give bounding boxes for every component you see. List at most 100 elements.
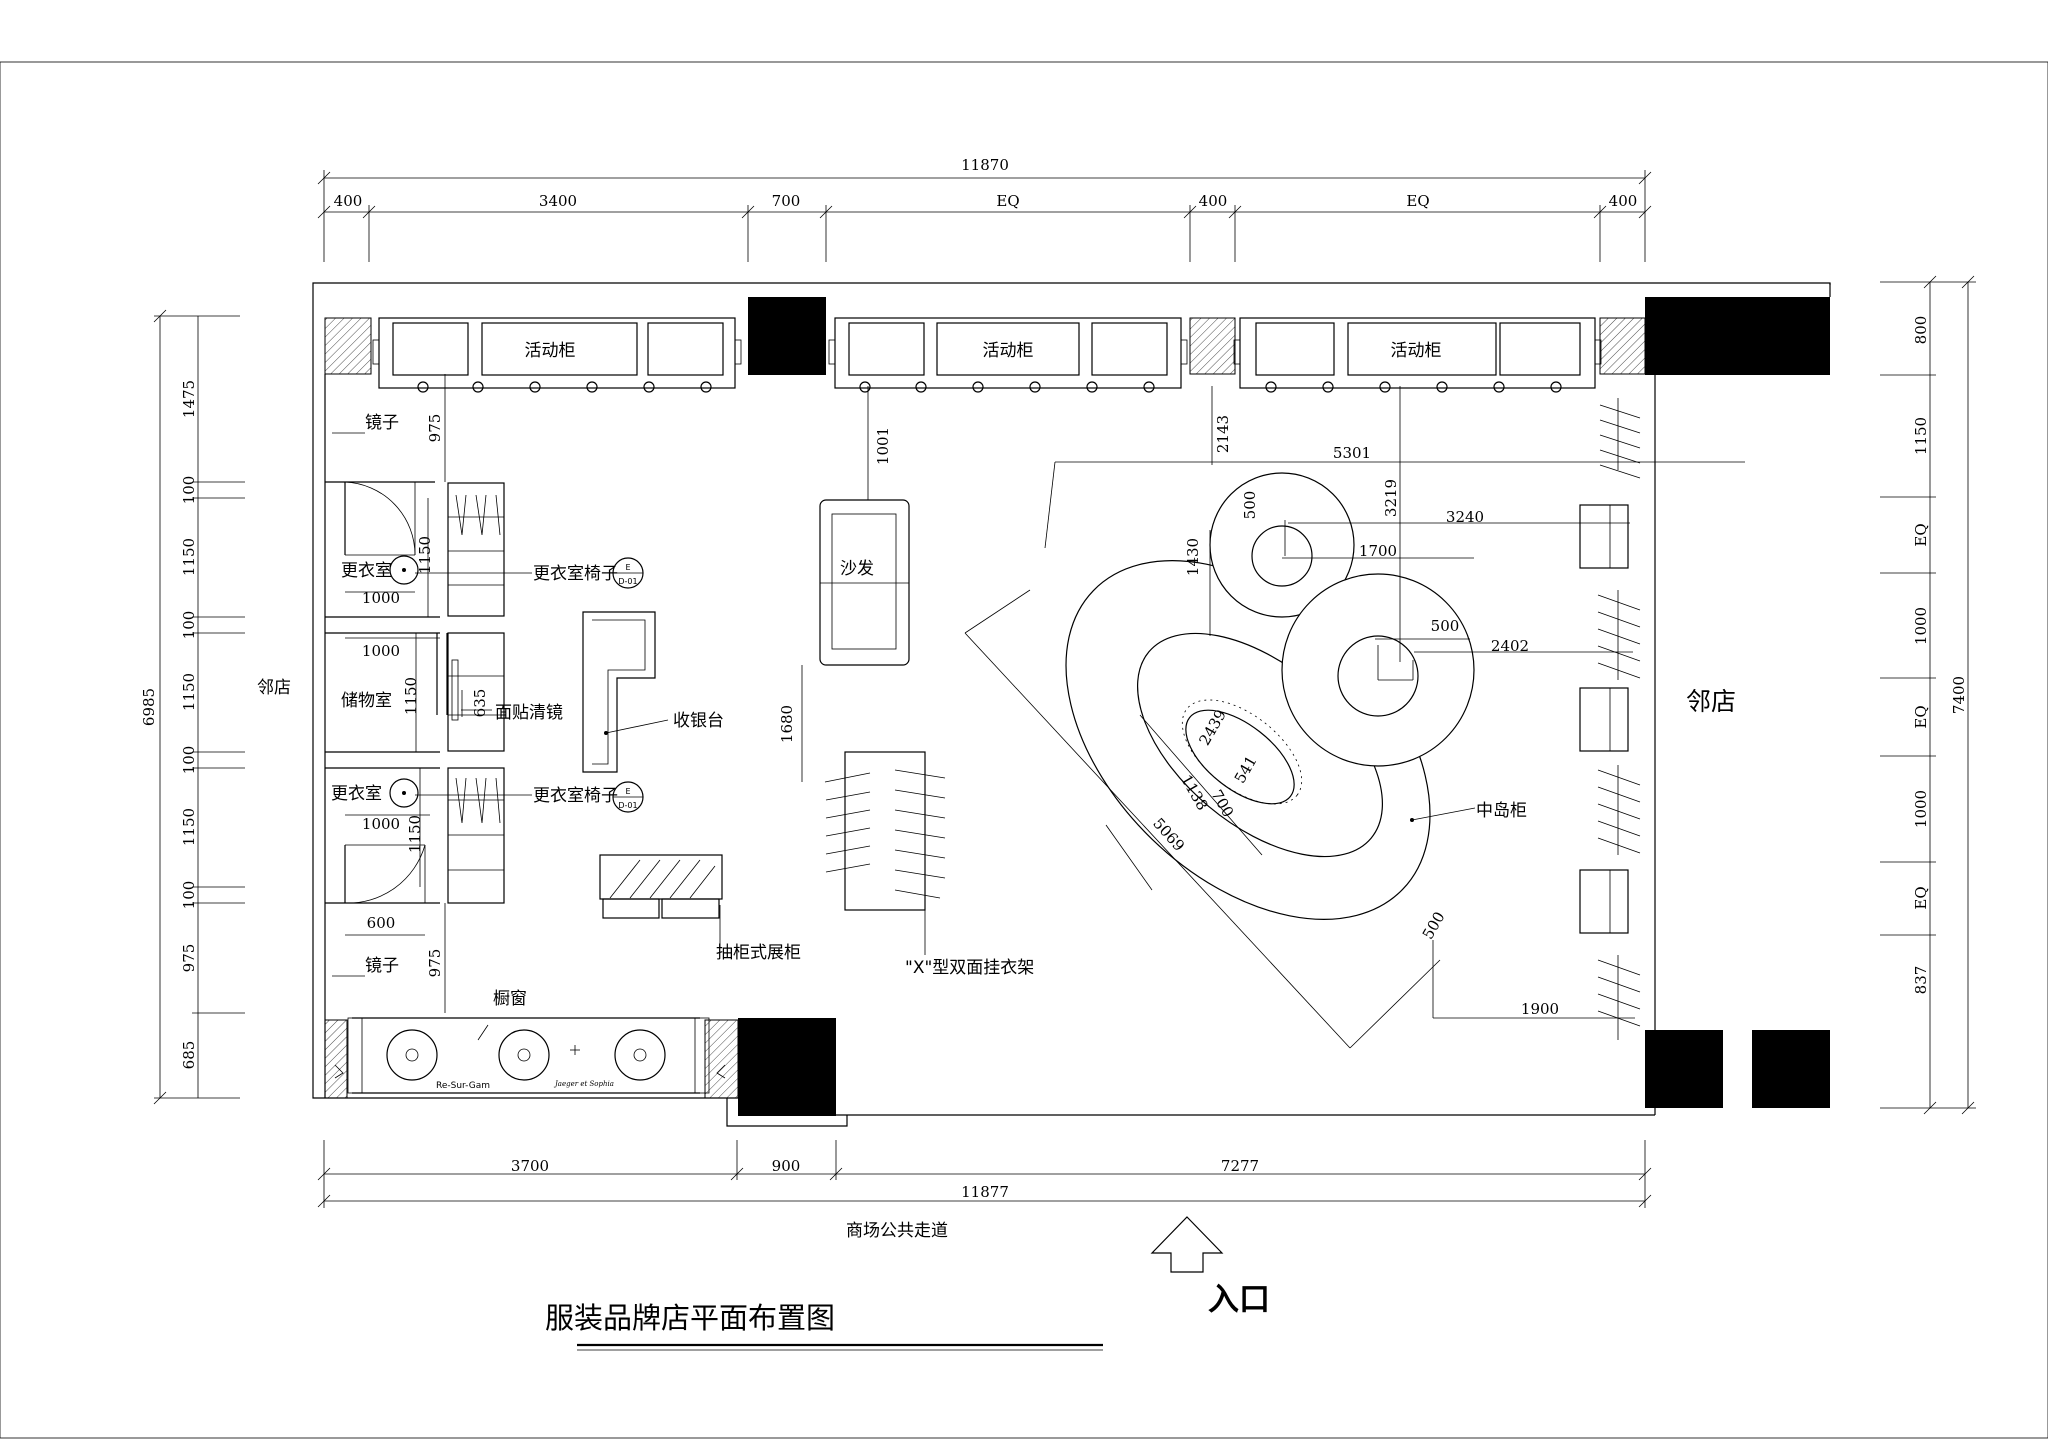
dim-975-b: 975 — [426, 949, 444, 978]
brand-text-2: Jaeger et Sophia — [553, 1080, 614, 1088]
svg-text:D-01: D-01 — [618, 577, 637, 586]
shelf-unit-2 — [447, 632, 505, 752]
column-bottom-right-2 — [1752, 1030, 1830, 1108]
dim-left-total: 6985 — [140, 688, 158, 726]
wall-mirror-label: 面贴清镜 — [495, 703, 563, 723]
dim-1150-c: 1150 — [406, 815, 424, 853]
dim-2402: 2402 — [1491, 637, 1529, 655]
fitting-room-label-2: 更衣室 — [331, 784, 382, 804]
fitting-chair-label-1: 更衣室椅子 — [533, 564, 618, 584]
dim-right-1: 800 — [1912, 316, 1930, 345]
dim-left-5: 1150 — [180, 673, 198, 711]
dim-975-a: 975 — [426, 414, 444, 443]
dim-left-2: 100 — [180, 476, 198, 505]
cabinet-label-1: 活动柜 — [525, 341, 576, 361]
dim-right-3: EQ — [1912, 523, 1930, 546]
column-bottom-left — [738, 1018, 836, 1116]
dim-1150-b: 1150 — [402, 677, 420, 715]
dim-bottom-3: 7277 — [1221, 1157, 1259, 1175]
mirror-label-bottom: 镜子 — [365, 956, 399, 976]
dim-541: 541 — [1231, 753, 1261, 787]
bottom-dimensions: 3700 900 7277 11877 — [317, 1140, 1652, 1208]
dim-600: 600 — [367, 914, 396, 932]
dim-1700: 1700 — [1359, 542, 1397, 560]
mannequin-2 — [498, 1029, 550, 1081]
dim-1000-c: 1000 — [362, 815, 400, 833]
drawer-display-cabinet: 抽柜式展柜 — [599, 854, 801, 963]
stool-1 — [389, 555, 419, 585]
dim-635: 635 — [471, 689, 489, 718]
dim-top-total: 11870 — [961, 156, 1009, 174]
drawing-title: 服装品牌店平面布置图 — [545, 1301, 835, 1335]
dim-500-b: 500 — [1431, 617, 1460, 635]
dim-left-1: 1475 — [180, 380, 198, 418]
right-dimensions: 7400 800 1150 EQ 1000 EQ 1000 EQ 837 — [1880, 275, 1976, 1115]
svg-text:E: E — [625, 563, 630, 572]
stool-2 — [389, 778, 419, 808]
column-hatch-tr — [1599, 317, 1646, 375]
dim-right-total: 7400 — [1950, 676, 1968, 714]
cashier-desk: 收银台 — [582, 611, 724, 773]
dim-5069: 5069 — [1149, 814, 1188, 854]
wall-seat-3 — [1579, 869, 1629, 934]
left-rooms: 镜子 更衣室 储物室 更衣室 镜子 975 1150 1000 1000 115… — [325, 374, 644, 1013]
dim-1900: 1900 — [1521, 1000, 1559, 1018]
dim-1680: 1680 — [778, 705, 796, 743]
dim-top-3: 700 — [772, 192, 801, 210]
column-top-right — [1645, 297, 1830, 375]
wall-seat-2 — [1579, 687, 1629, 752]
entrance-label: 入口 — [1208, 1282, 1270, 1318]
dim-1000-a: 1000 — [362, 589, 400, 607]
ceiling-lights — [417, 381, 1562, 393]
dim-left-3: 1150 — [180, 538, 198, 576]
column-top-1 — [748, 297, 826, 375]
door-swing-1 — [344, 481, 416, 556]
right-wall-fixtures — [1579, 398, 1641, 1040]
dim-right-7: EQ — [1912, 886, 1930, 909]
shelf-unit-1 — [447, 482, 505, 617]
dim-1430: 1430 — [1184, 538, 1202, 576]
dim-500-a: 500 — [1241, 491, 1259, 520]
cashier-label: 收银台 — [673, 711, 724, 731]
dim-2143: 2143 — [1214, 415, 1232, 453]
cabinet-label-3: 活动柜 — [1391, 341, 1442, 361]
dim-5301: 5301 — [1333, 444, 1371, 462]
top-dimensions: 11870 400 3400 700 EQ 400 EQ 400 — [317, 156, 1652, 262]
show-window: 橱窗 Re-Sur-Gam Jaeger et Sophia — [334, 989, 726, 1094]
corridor-label: 商场公共走道 — [846, 1221, 948, 1241]
island-label: 中岛柜 — [1476, 801, 1527, 821]
dim-top-2: 3400 — [539, 192, 577, 210]
dim-3219: 3219 — [1382, 479, 1400, 517]
walls — [312, 282, 1831, 1116]
left-dimensions: 6985 1475 100 1150 100 1150 100 1150 100… — [140, 309, 245, 1105]
detail-tag-1: E D-01 — [612, 557, 644, 589]
dim-top-7: 400 — [1609, 192, 1638, 210]
svg-text:D-01: D-01 — [618, 801, 637, 810]
dim-left-10: 685 — [180, 1041, 198, 1070]
dim-bottom-2: 900 — [772, 1157, 801, 1175]
dim-1001: 1001 — [874, 427, 892, 465]
dim-top-4: EQ — [996, 192, 1019, 210]
dim-right-8: 837 — [1912, 966, 1930, 995]
dim-1000-b: 1000 — [362, 642, 400, 660]
drawer-display-label: 抽柜式展柜 — [716, 943, 801, 963]
detail-tag-2: E D-01 — [612, 781, 644, 813]
dim-3240: 3240 — [1446, 508, 1484, 526]
dim-left-4: 100 — [180, 611, 198, 640]
sofa: 沙发 1001 1680 — [778, 386, 910, 782]
column-hatch-t2 — [1189, 317, 1236, 375]
neighbor-label-left: 邻店 — [257, 678, 291, 698]
brand-text-1: Re-Sur-Gam — [436, 1081, 490, 1091]
dim-top-6: EQ — [1406, 192, 1429, 210]
top-cabinets: 活动柜 活动柜 活动柜 — [372, 317, 1602, 393]
dim-right-4: 1000 — [1912, 607, 1930, 645]
column-hatch-bm — [704, 1019, 739, 1099]
dim-top-5: 400 — [1199, 192, 1228, 210]
wall-seat-1 — [1579, 504, 1629, 569]
mannequin-1 — [386, 1029, 438, 1081]
dim-left-7: 1150 — [180, 808, 198, 846]
sofa-label: 沙发 — [840, 559, 874, 579]
shelf-unit-3 — [447, 767, 505, 904]
column-hatch-bl — [324, 1019, 348, 1099]
dim-1150-a: 1150 — [416, 536, 434, 574]
